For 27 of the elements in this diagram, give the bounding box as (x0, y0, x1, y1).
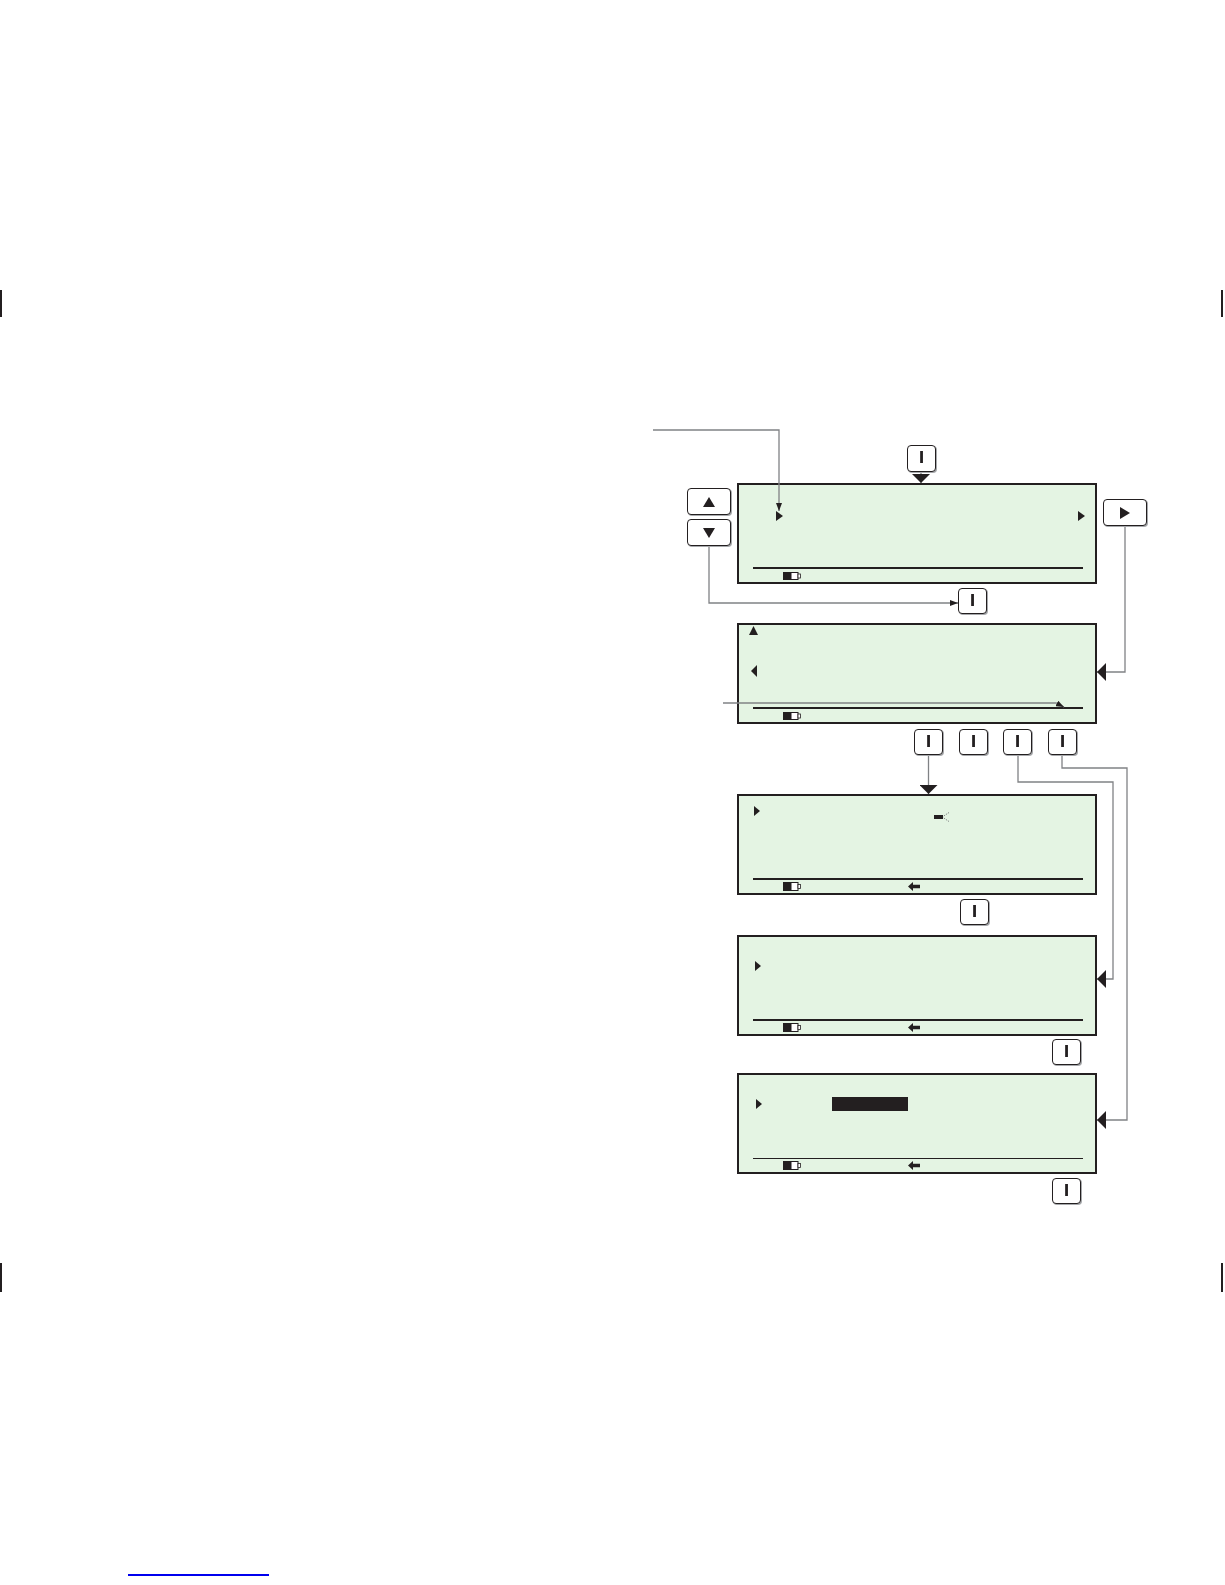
arrow (912, 471, 930, 484)
key-button: I (960, 899, 989, 925)
arrow (708, 545, 959, 606)
key-button: I (907, 445, 936, 472)
key-button: I (1052, 1178, 1081, 1204)
key-button: I (1048, 729, 1077, 755)
right-triangle-icon (776, 511, 783, 521)
key-button: I (914, 729, 943, 755)
key-button (687, 519, 731, 546)
key-button (687, 488, 731, 515)
divider-line (753, 707, 1083, 709)
lcd-screen (737, 935, 1097, 1036)
arrow (919, 754, 938, 795)
key-button: I (1052, 1039, 1081, 1065)
arrow (1017, 754, 1114, 988)
leader-line (652, 429, 782, 512)
leader-line (722, 700, 1065, 708)
key-button: I (959, 729, 988, 755)
lcd-screen (737, 794, 1097, 895)
lcd-screen (737, 623, 1097, 724)
lcd-screen (737, 483, 1097, 584)
key-button: I (1003, 729, 1032, 755)
arrow (1096, 525, 1126, 681)
lcd-screen (737, 1073, 1097, 1174)
key-button (1103, 499, 1147, 526)
arrow (1061, 754, 1128, 1129)
key-button: I (958, 588, 987, 614)
